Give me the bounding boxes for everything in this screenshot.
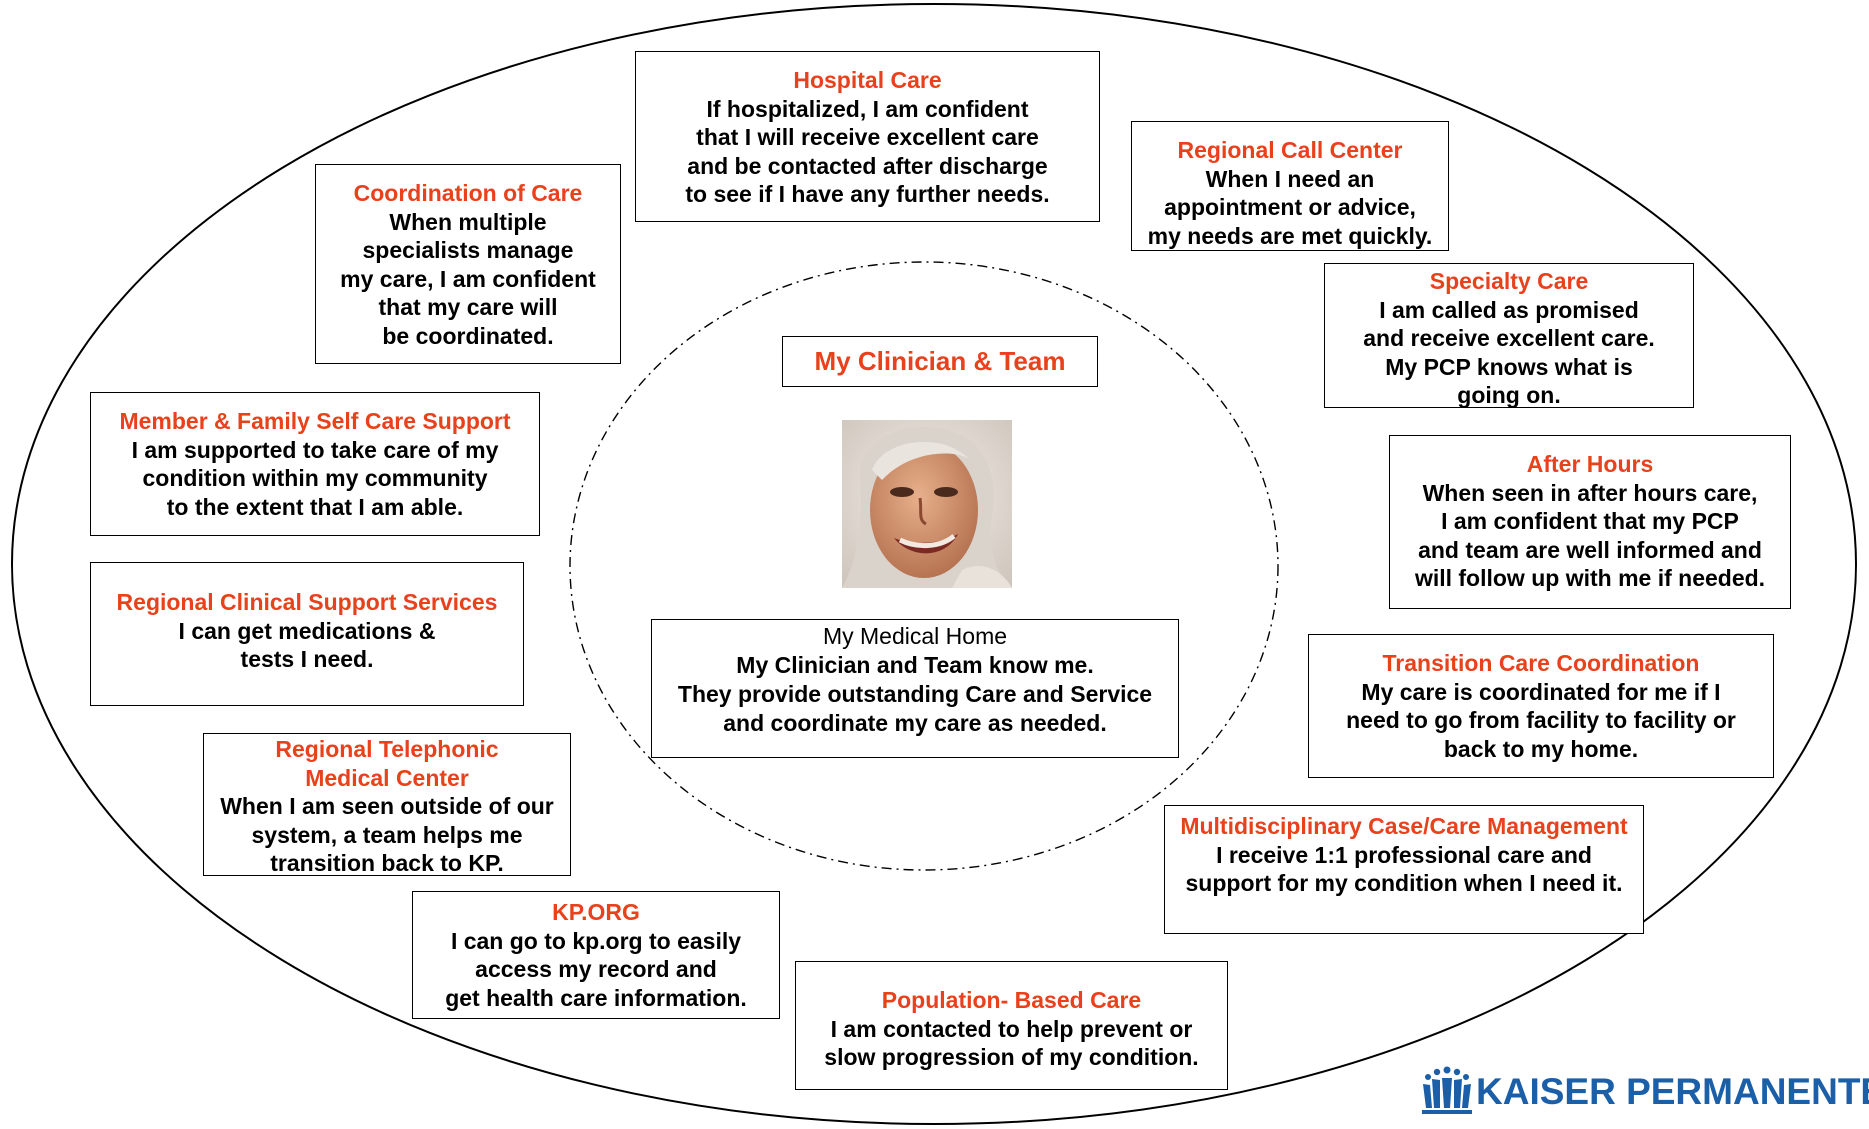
box-title: Coordination of Care (353, 180, 583, 206)
box-title: Regional Clinical Support Services (116, 589, 498, 615)
box-kp-org: KP.ORG I can go to kp.org to easily acce… (412, 891, 780, 1019)
box-title: Hospital Care (793, 67, 942, 93)
inner-dashed-ellipse (569, 261, 1279, 871)
box-specialty-care: Specialty Care I am called as promised a… (1324, 263, 1694, 408)
box-population-based-care: Population- Based Care I am contacted to… (795, 961, 1228, 1090)
kaiser-logo-text: KAISER PERMANENTE® (1476, 1071, 1869, 1113)
box-hospital-care: Hospital Care If hospitalized, I am conf… (635, 51, 1100, 222)
box-body: If hospitalized, I am confident that I w… (685, 95, 1050, 208)
box-title: KP.ORG (552, 899, 640, 925)
box-body: My care is coordinated for me if I need … (1346, 678, 1736, 762)
box-title: Specialty Care (1429, 268, 1589, 294)
box-member-family-self-care: Member & Family Self Care Support I am s… (90, 392, 540, 536)
box-title: Member & Family Self Care Support (119, 408, 511, 434)
box-title: After Hours (1526, 451, 1654, 477)
box-title: Multidisciplinary Case/Care Management (1180, 813, 1628, 839)
box-body: I am supported to take care of my condit… (131, 436, 499, 520)
box-title: Population- Based Care (881, 987, 1142, 1013)
patient-photo (842, 420, 1012, 588)
box-after-hours: After Hours When seen in after hours car… (1389, 435, 1791, 609)
kaiser-logo-icon (1422, 1066, 1472, 1114)
box-body: When I need an appointment or advice, my… (1147, 165, 1433, 249)
box-body: When multiple specialists manage my care… (340, 208, 596, 349)
box-multidisciplinary: Multidisciplinary Case/Care Management I… (1164, 805, 1644, 934)
box-title: Regional Telephonic Medical Center (275, 736, 499, 791)
medical-home-label: My Medical Home (822, 623, 1008, 649)
center-title: My Clinician & Team (782, 336, 1098, 387)
box-title: Transition Care Coordination (1382, 650, 1700, 676)
box-regional-call-center: Regional Call Center When I need an appo… (1131, 121, 1449, 251)
box-regional-clinical-support: Regional Clinical Support Services I can… (90, 562, 524, 706)
box-body: I am called as promised and receive exce… (1363, 296, 1655, 409)
box-body: I can get medications & tests I need. (178, 617, 436, 673)
medical-home-box: My Medical Home My Clinician and Team kn… (651, 619, 1179, 758)
box-title: Regional Call Center (1177, 137, 1403, 163)
medical-home-body: My Clinician and Team know me. They prov… (677, 652, 1153, 736)
box-body: I receive 1:1 professional care and supp… (1185, 841, 1623, 897)
box-body: I can go to kp.org to easily access my r… (445, 927, 747, 1011)
box-regional-telephonic: Regional Telephonic Medical Center When … (203, 733, 571, 876)
box-coordination-of-care: Coordination of Care When multiple speci… (315, 164, 621, 364)
box-body: When I am seen outside of our system, a … (220, 793, 554, 876)
box-transition-care-coordination: Transition Care Coordination My care is … (1308, 634, 1774, 778)
box-body: When seen in after hours care, I am conf… (1414, 479, 1766, 592)
box-body: I am contacted to help prevent or slow p… (824, 1015, 1199, 1071)
logo-wordmark: KAISER PERMANENTE (1476, 1071, 1869, 1112)
